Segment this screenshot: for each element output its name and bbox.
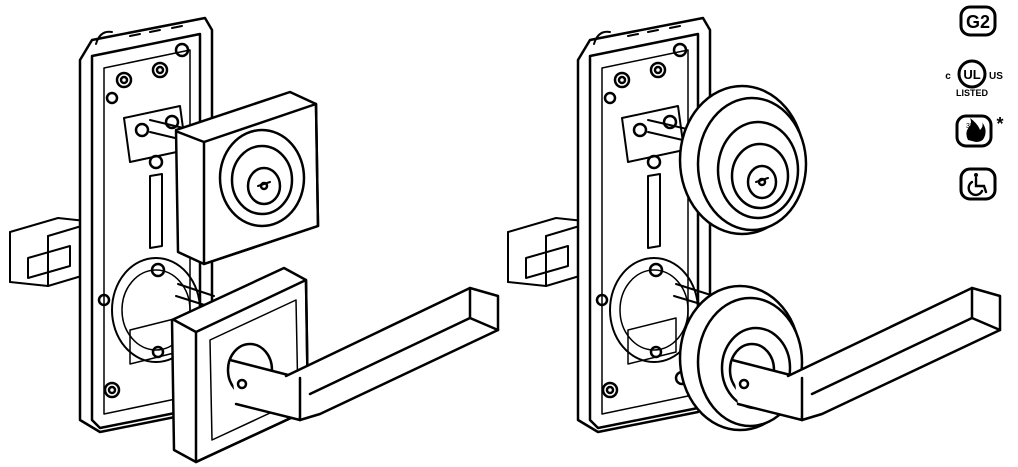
lockset-round-rose [507,16,1002,434]
flame-icon [966,118,986,142]
ada-badge [959,167,997,201]
ul-prefix: c [945,71,951,82]
lever-handle-right [728,286,1002,422]
grade-badge: G2 [959,5,997,37]
grade-badge-text: G2 [966,12,990,32]
lockset-square-rose [9,16,500,464]
lever-handle-left [226,286,500,422]
latch-housing-right [507,217,594,287]
fire-rating-text: 3H [966,123,975,130]
ul-listed-badge: c UL US LISTED [945,59,1003,98]
wheelchair-icon [967,173,988,197]
ul-mark: UL [963,67,980,82]
deadbolt-square-rose [174,90,320,266]
fire-rating-badge: 3H * [955,114,1004,148]
ul-caption: LISTED [956,88,989,98]
ul-suffix: US [989,71,1003,82]
deadbolt-round-rose [678,84,808,236]
certification-badges: G2 c UL US LISTED 3H * [940,0,1018,210]
fire-rating-note: * [996,114,1003,134]
